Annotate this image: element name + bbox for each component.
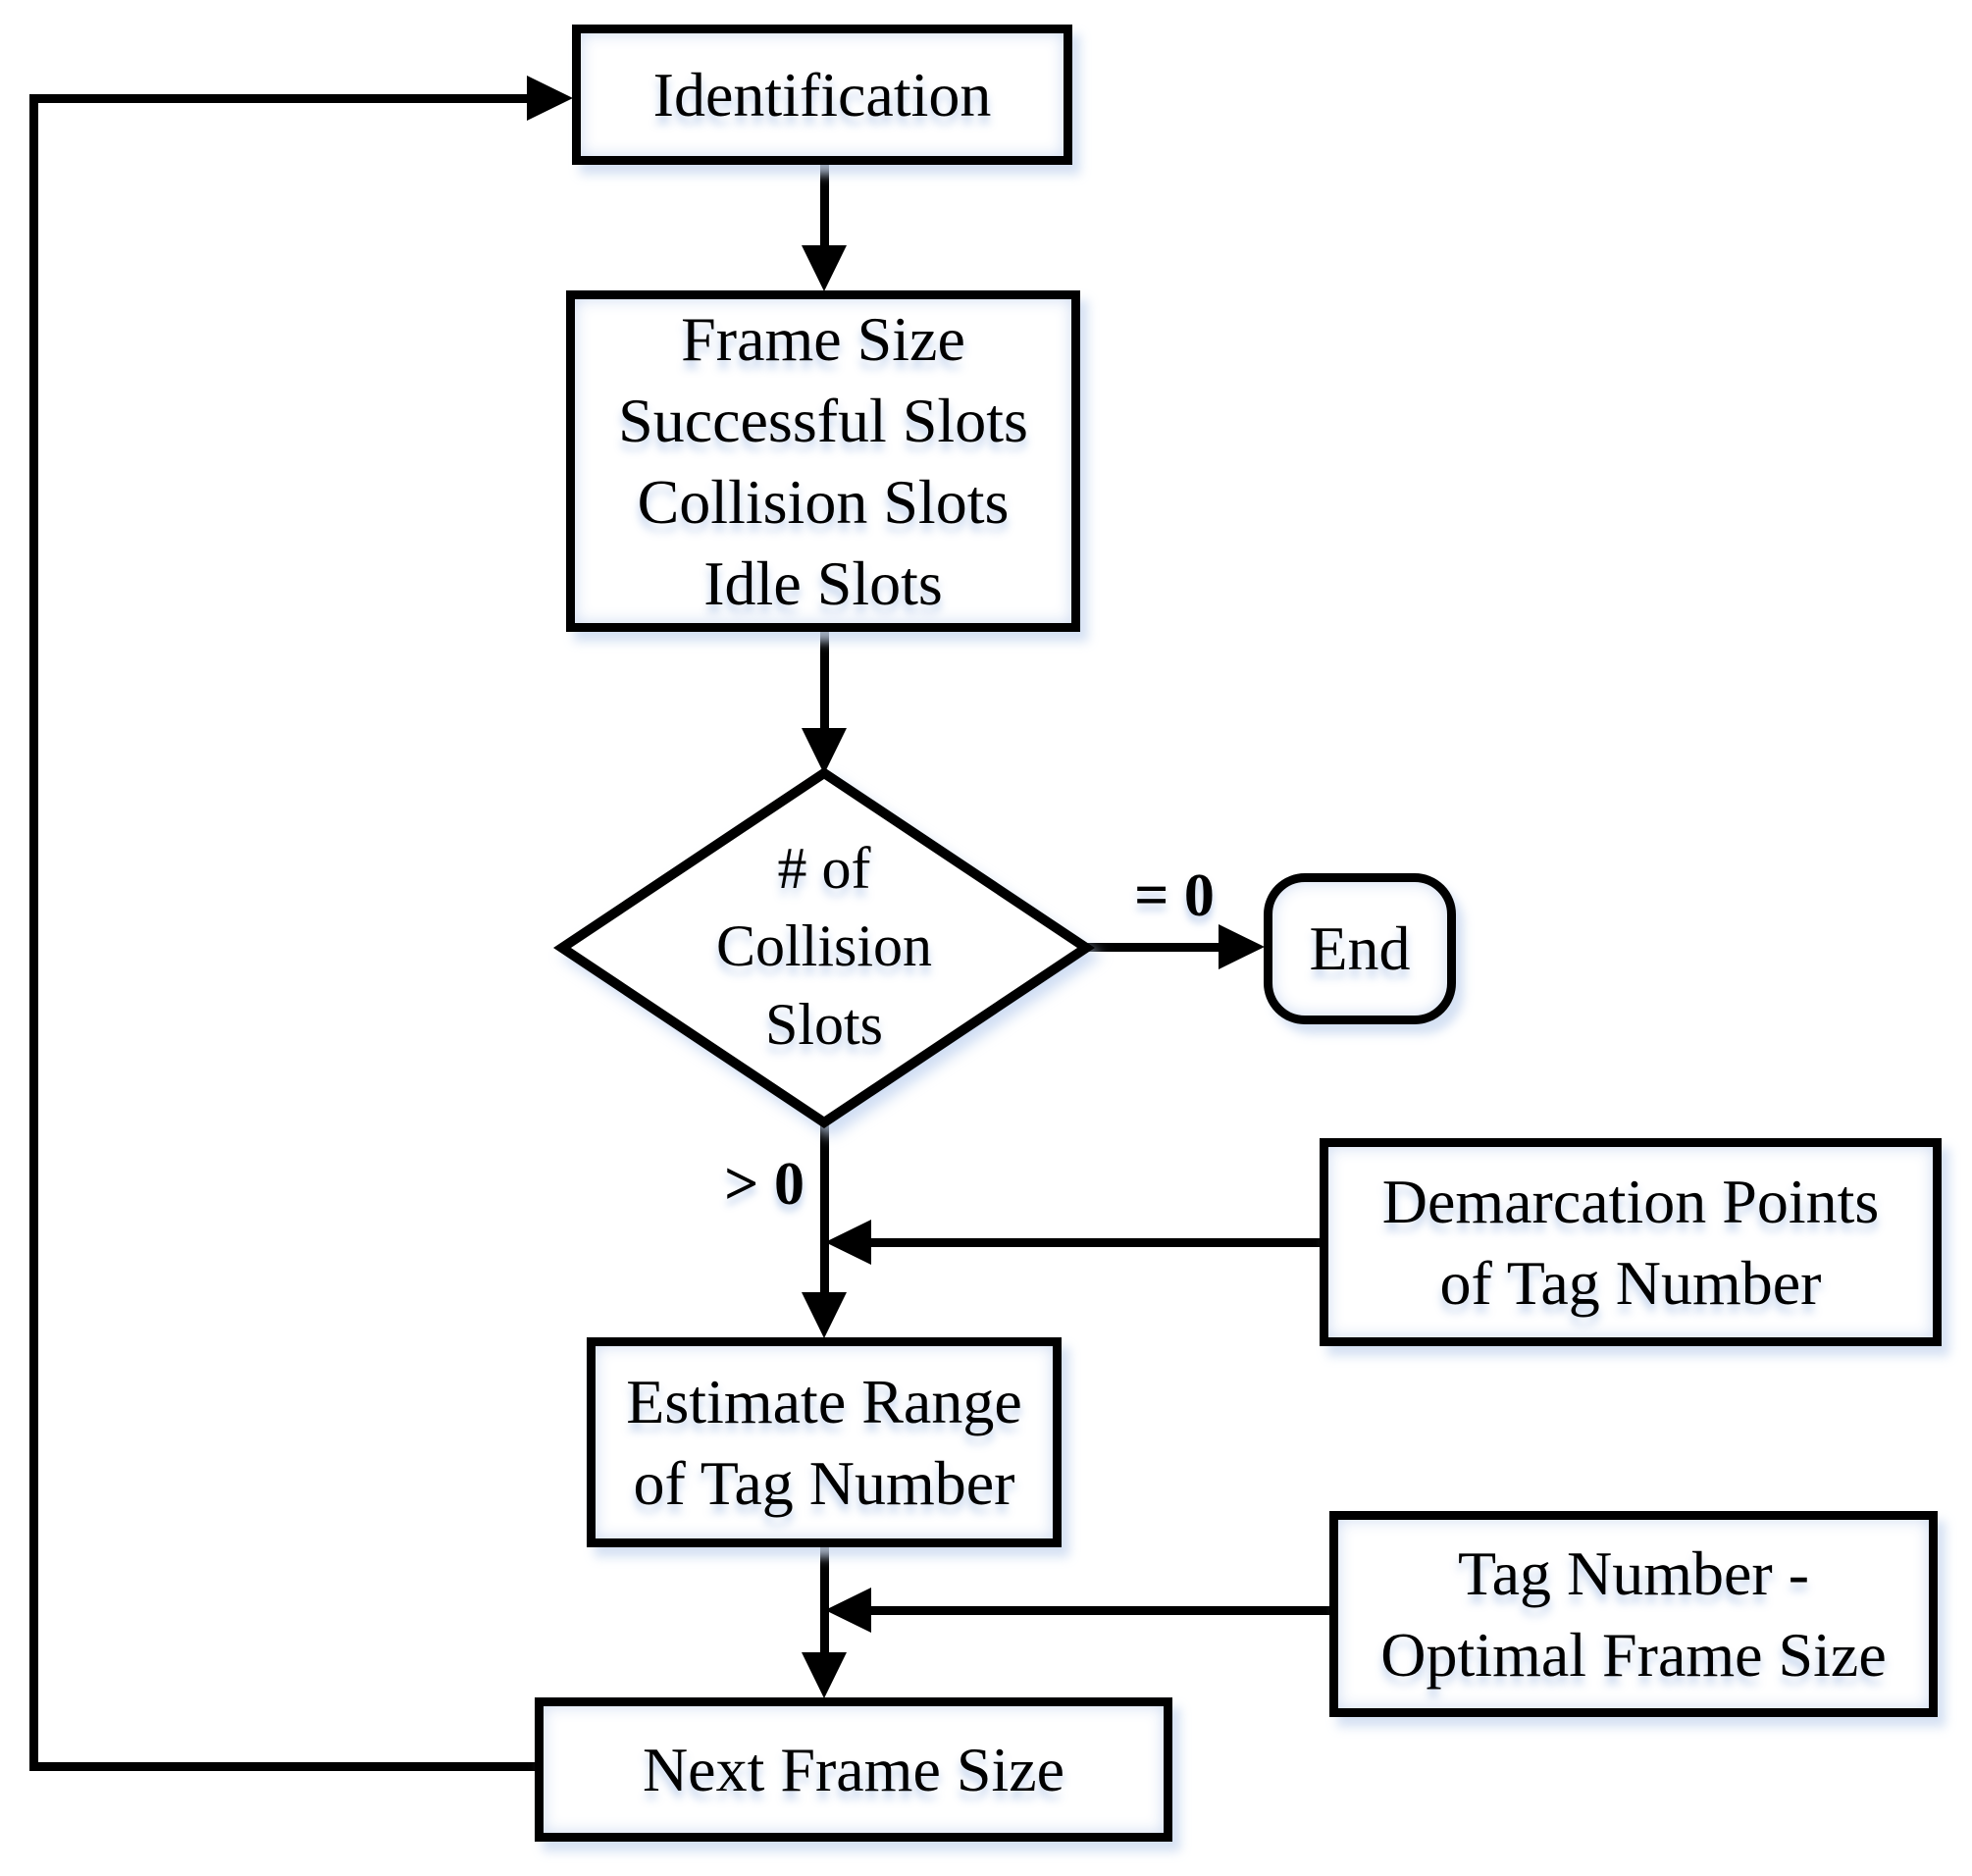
edge-frameinfo-to-decision-line — [820, 632, 829, 730]
loop-bottom-horizontal-line — [29, 1762, 537, 1771]
node-next-frame-size-label: Next Frame Size — [642, 1734, 1065, 1804]
edge-frameinfo-to-decision-arrowhead-icon — [802, 728, 847, 774]
node-estimate-range-label: Estimate Range of Tag Number — [626, 1366, 1022, 1518]
loop-top-horizontal-line — [29, 94, 529, 103]
edge-estimate-to-nextframe-arrowhead-icon — [802, 1652, 847, 1698]
edge-estimate-to-nextframe-line — [820, 1547, 829, 1655]
loop-left-vertical-line — [29, 94, 38, 1771]
edge-decision-to-end-line — [1081, 943, 1220, 952]
edge-label-greater-zero: > 0 — [724, 1151, 804, 1218]
node-end-label: End — [1309, 913, 1411, 984]
loop-arrowhead-into-identification-icon — [527, 76, 573, 121]
node-tag-number-optimal-label: Tag Number - Optimal Frame Size — [1380, 1537, 1887, 1690]
node-identification-label: Identification — [652, 59, 992, 130]
node-demarcation-points: Demarcation Points of Tag Number — [1320, 1138, 1942, 1346]
node-frame-info: Frame Size Successful Slots Collision Sl… — [566, 290, 1080, 632]
node-demarcation-points-label: Demarcation Points of Tag Number — [1381, 1166, 1880, 1318]
edge-tagoptimal-to-flow-arrowhead-icon — [825, 1588, 871, 1633]
edge-label-equals-zero: = 0 — [1134, 862, 1215, 929]
node-collision-decision-diamond — [552, 766, 1096, 1129]
node-estimate-range: Estimate Range of Tag Number — [587, 1337, 1062, 1547]
node-next-frame-size: Next Frame Size — [535, 1697, 1172, 1842]
node-frame-info-label: Frame Size Successful Slots Collision Sl… — [618, 303, 1028, 619]
edge-tagoptimal-to-flow-line — [869, 1606, 1331, 1615]
edge-decision-to-estimate-arrowhead-icon — [802, 1292, 847, 1338]
edge-demarcation-to-flow-arrowhead-icon — [825, 1220, 871, 1265]
edge-identification-to-frameinfo-arrowhead-icon — [802, 245, 847, 291]
edge-demarcation-to-flow-line — [869, 1238, 1322, 1247]
node-identification: Identification — [572, 25, 1072, 165]
node-collision-decision-label: # of Collision Slots — [715, 836, 933, 1057]
node-tag-number-optimal: Tag Number - Optimal Frame Size — [1329, 1511, 1938, 1717]
collision-decision-diamond-shape — [552, 766, 1096, 1129]
edge-decision-to-end-arrowhead-icon — [1219, 924, 1265, 969]
edge-decision-to-estimate-line — [820, 1122, 829, 1294]
edge-identification-to-frameinfo-line — [820, 165, 829, 247]
node-end: End — [1264, 873, 1456, 1024]
